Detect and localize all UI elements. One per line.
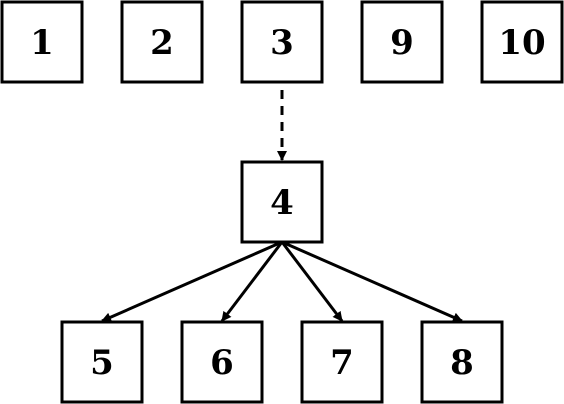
node-label: 10: [498, 23, 545, 63]
node-8: 8: [420, 320, 504, 404]
node-7: 7: [300, 320, 384, 404]
node-box: [480, 0, 564, 84]
node-label: 2: [150, 23, 174, 63]
node-4: 4: [240, 160, 324, 244]
node-box: [360, 0, 444, 84]
node-label: 9: [390, 23, 414, 63]
node-6: 6: [180, 320, 264, 404]
node-3: 3: [240, 0, 324, 84]
edge-4-to-5: [101, 240, 283, 323]
node-1: 1: [0, 0, 84, 84]
node-label: 8: [450, 343, 474, 383]
node-9: 9: [360, 0, 444, 84]
node-box: [420, 320, 504, 404]
edge-4-to-7: [280, 241, 344, 322]
node-label: 5: [90, 343, 114, 383]
node-box: [0, 0, 84, 84]
node-label: 1: [30, 23, 54, 63]
edges-layer: [101, 90, 463, 323]
node-box: [240, 0, 324, 84]
node-label: 3: [270, 23, 294, 63]
node-box: [300, 320, 384, 404]
edge-4-to-6: [220, 241, 284, 322]
node-10: 10: [480, 0, 564, 84]
node-2: 2: [120, 0, 204, 84]
node-5: 5: [60, 320, 144, 404]
node-box: [60, 320, 144, 404]
node-label: 7: [330, 343, 354, 383]
node-box: [120, 0, 204, 84]
node-label: 6: [210, 343, 234, 383]
edge-4-to-8: [281, 240, 463, 323]
node-box: [240, 160, 324, 244]
node-label: 4: [270, 183, 294, 223]
node-box: [180, 320, 264, 404]
